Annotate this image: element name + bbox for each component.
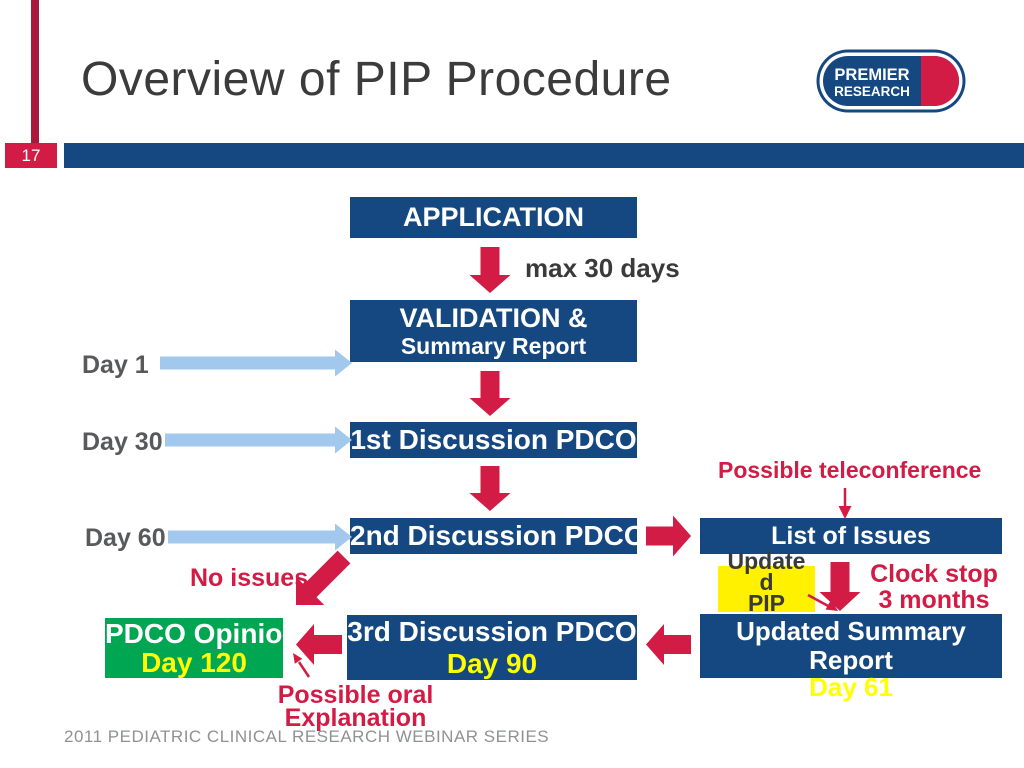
logo-research-text: RESEARCH	[834, 84, 910, 99]
clock-stop-label: Clock stop 3 months	[858, 561, 1010, 613]
updated-summary-line1: Updated Summary	[736, 616, 966, 646]
red-down-arrow-validation	[469, 371, 511, 416]
premier-research-logo: PREMIER RESEARCH	[816, 49, 966, 113]
accent-vertical-bar	[31, 0, 39, 143]
clock-stop-down-arrow	[819, 562, 861, 611]
updated-pip-line3: PIP	[747, 590, 786, 616]
pdco-opinion-day: Day 120	[141, 647, 247, 678]
day30-label: Day 30	[82, 428, 163, 456]
list-of-issues-box: List of Issues	[700, 518, 1002, 554]
day1-arrow	[160, 349, 352, 377]
updated-pip-diagonal-arrow-head	[825, 600, 838, 611]
day60-arrow	[168, 523, 352, 551]
discussion2-box: 2nd Discussion PDCO	[350, 518, 646, 554]
discussion3-day: Day 90	[446, 648, 538, 679]
discussion3-label: 3rd Discussion PDCO	[347, 616, 637, 647]
page-title: Overview of PIP Procedure	[81, 53, 672, 106]
red-down-arrow-application	[469, 247, 511, 293]
updated-pip-line1: Update	[727, 548, 806, 574]
possible-teleconference-label: Possible teleconference	[718, 457, 982, 483]
validation-line2: Summary Report	[400, 333, 587, 359]
validation-box: VALIDATION & Summary Report	[350, 300, 637, 362]
max-30-days-label: max 30 days	[525, 253, 680, 283]
red-down-arrow-discussion1	[469, 466, 511, 511]
updated-summary-line2: Report	[809, 645, 893, 675]
possible-oral-line2: Explanation	[284, 704, 427, 732]
updated-summary-box: Updated Summary Report Day 61	[700, 614, 1002, 701]
validation-line1: VALIDATION &	[399, 303, 588, 333]
day1-label: Day 1	[82, 351, 149, 379]
day60-label: Day 60	[85, 524, 166, 552]
application-box: APPLICATION	[350, 197, 637, 238]
possible-oral-label: Possible oral Explanation	[268, 681, 443, 732]
oral-explanation-diagonal-arrow-head	[293, 653, 303, 664]
updated-summary-day: Day 61	[809, 672, 893, 702]
oral-explanation-diagonal-arrow	[297, 661, 311, 678]
updated-pip-label: Update d PIP	[716, 548, 817, 616]
pdco-opinion-label: PDCO Opinion	[105, 618, 300, 649]
updated-pip-line2: d	[759, 569, 774, 595]
header-divider-bar	[64, 143, 1024, 168]
clock-stop-line1: Clock stop	[870, 560, 998, 588]
no-issues-label: No issues	[190, 564, 309, 592]
logo-premier-text: PREMIER	[834, 66, 909, 84]
left-arrow-to-pdco-opinion	[296, 624, 342, 665]
clock-stop-line2: 3 months	[878, 586, 990, 614]
logo-red-cap	[921, 56, 959, 106]
discussion1-box: 1st Discussion PDCO	[350, 422, 637, 458]
pdco-opinion-box: PDCO Opinion Day 120	[105, 618, 300, 678]
possible-oral-line1: Possible oral	[277, 681, 434, 709]
day30-arrow	[165, 426, 352, 454]
updated-pip-box	[718, 566, 815, 612]
discussion3-box: 3rd Discussion PDCO Day 90	[347, 615, 637, 680]
right-arrow-to-list-of-issues	[646, 515, 691, 557]
footer-text: 2011 PEDIATRIC CLINICAL RESEARCH WEBINAR…	[64, 727, 550, 746]
slide-number-badge: 17	[5, 143, 57, 168]
left-arrow-to-discussion3	[646, 624, 691, 665]
